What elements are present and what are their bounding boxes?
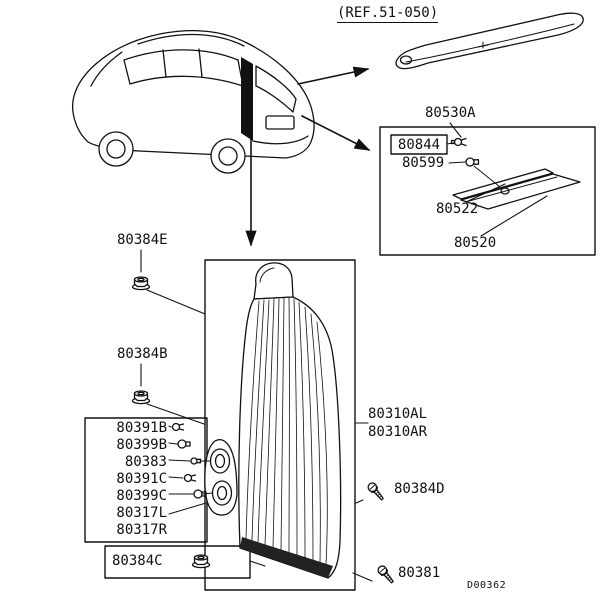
part-label-80310al: 80310AL <box>368 406 428 422</box>
part-label-80522: 80522 <box>436 201 479 217</box>
bulb-icon-80399b <box>177 439 191 449</box>
part-label-80317l: 80317L <box>116 505 167 521</box>
part-label-80310ar: 80310AR <box>368 424 428 440</box>
screw-icon-80384d <box>367 482 384 501</box>
part-label-80844: 80844 <box>397 136 441 153</box>
license-lamp-drawing <box>446 122 581 237</box>
part-label-80381: 80381 <box>398 565 441 581</box>
roof-spoiler-drawing <box>395 12 584 70</box>
ref-label: (REF.51-050) <box>337 5 439 23</box>
part-label-80383: 80383 <box>124 454 167 470</box>
part-label-80599: 80599 <box>402 155 445 171</box>
tail-lamp-drawing <box>204 262 342 579</box>
license-socket-icon <box>450 137 467 147</box>
license-bulb-icon <box>465 157 480 167</box>
bulb-icon-80383 <box>190 457 202 465</box>
part-label-80520: 80520 <box>454 235 497 251</box>
part-label-80399b: 80399B <box>116 437 167 453</box>
part-label-80384b: 80384B <box>117 346 168 362</box>
part-label-80384d: 80384D <box>394 481 445 497</box>
diagram-code: D00362 <box>467 580 507 591</box>
vehicle-drawing <box>72 29 315 174</box>
pointer-arrows <box>245 66 371 247</box>
part-label-80317r: 80317R <box>116 522 167 538</box>
flange-nut-icon-80384b <box>131 390 151 405</box>
flange-nut-icon-80384c <box>191 554 211 569</box>
part-label-80391b: 80391B <box>116 420 167 436</box>
part-label-80384c: 80384C <box>112 553 163 569</box>
part-label-80399c: 80399C <box>116 488 167 504</box>
part-label-80384e: 80384E <box>117 232 168 248</box>
part-label-80391c: 80391C <box>116 471 167 487</box>
flange-nut-icon-80384e <box>131 276 151 291</box>
screw-icon-80381 <box>377 565 394 584</box>
bulb-socket-icons <box>168 422 213 515</box>
socket-icon-80391b <box>171 422 185 432</box>
socket-icon-80391c <box>183 473 197 483</box>
group-boxes <box>84 126 596 591</box>
part-label-80530a: 80530A <box>425 105 476 121</box>
